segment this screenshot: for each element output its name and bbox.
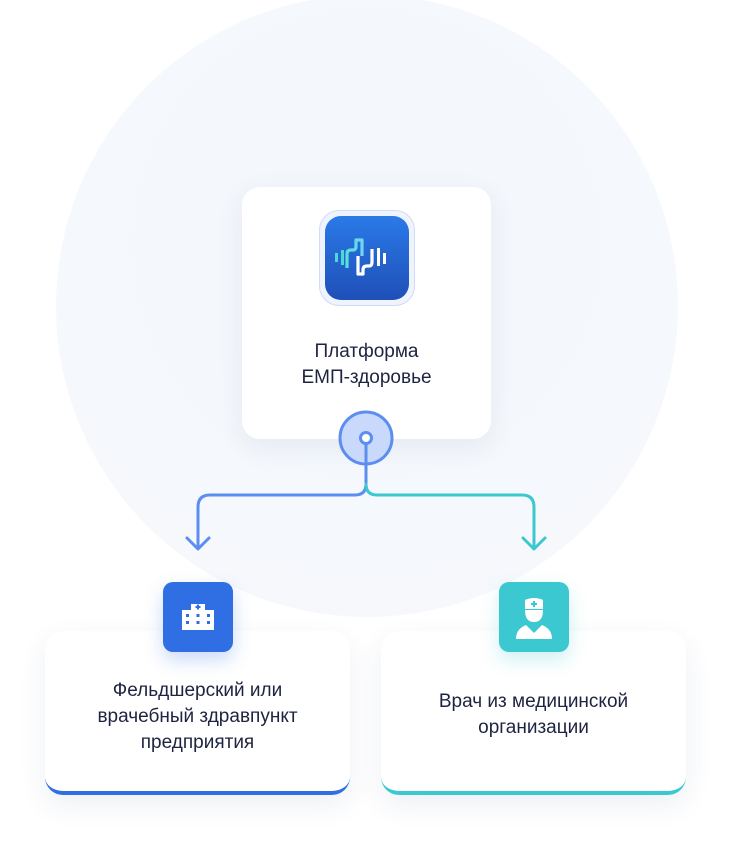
platform-card: Платформа ЕМП-здоровье: [242, 187, 491, 439]
branch-card-health-post: Фельдшерский или врачебный здравпункт пр…: [45, 631, 350, 795]
branch-label: Врач из медицинской организации: [381, 689, 686, 741]
platform-logo: [319, 210, 415, 306]
platform-title-line2: ЕМП-здоровье: [301, 367, 432, 388]
heartbeat-cross-logo-icon: [325, 216, 409, 300]
right-branch-line: [364, 482, 536, 550]
right-arrow-icon: [521, 536, 547, 551]
branch-label-line3: предприятия: [140, 732, 255, 753]
left-branch-line: [196, 442, 368, 550]
connector-node-center: [359, 431, 373, 445]
branch-label: Фельдшерский или врачебный здравпункт пр…: [45, 678, 350, 756]
platform-title: Платформа ЕМП-здоровье: [242, 339, 491, 391]
branch-label-line1: Фельдшерский или: [112, 680, 283, 701]
doctor-icon: [516, 598, 552, 639]
branch-label-line2: организации: [478, 717, 589, 738]
platform-title-line1: Платформа: [314, 341, 419, 362]
left-arrow-icon: [185, 536, 211, 551]
hospital-building-icon: [182, 604, 214, 630]
branch-label-line1: Врач из медицинской: [438, 691, 629, 712]
hospital-badge: [163, 582, 233, 652]
branch-card-doctor: Врач из медицинской организации: [381, 631, 686, 795]
doctor-badge: [499, 582, 569, 652]
branch-label-line2: врачебный здравпункт: [97, 706, 298, 727]
